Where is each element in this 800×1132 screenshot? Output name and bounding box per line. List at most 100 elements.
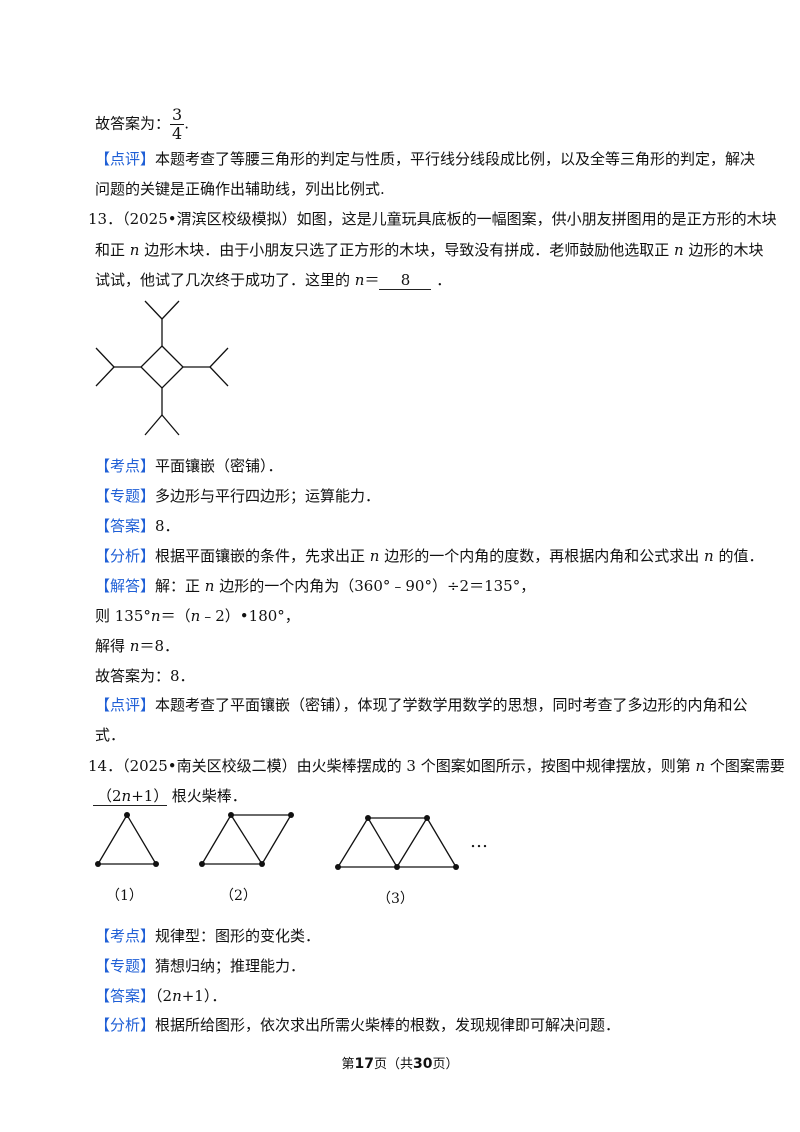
text: 根据平面镶嵌的条件，先求出正 <box>155 547 370 565</box>
branch-top-right <box>161 300 180 320</box>
branch-top-left <box>144 300 163 320</box>
variable-n: n <box>204 577 215 595</box>
text: 的值． <box>713 547 764 565</box>
variable-n: n <box>129 241 140 259</box>
zhuanti-tag: 【专题】 <box>95 957 156 975</box>
matchstick-figure-3 <box>335 815 459 870</box>
question-source: （2025•渭滨区校级模拟） <box>122 210 297 228</box>
text: ＝ <box>364 271 380 289</box>
fraction-denominator: 4 <box>172 124 183 143</box>
text: 边形的一个内角为（360°﹣90°）÷2＝135°， <box>214 577 536 595</box>
text: 解：正 <box>155 577 205 595</box>
text: 由火柴棒摆成的 3 个图案如图所示，按图中规律摆放，则第 <box>296 757 696 775</box>
text: ． <box>431 271 452 289</box>
q14-stem-line2: （2n+1） 根火柴棒． <box>93 786 247 806</box>
ellipsis: … <box>470 831 488 852</box>
variable-n: n <box>121 787 132 805</box>
text: ﹣2）•180°， <box>200 607 300 625</box>
q13-jieda: 【解答】解：正 n 边形的一个内角为（360°﹣90°）÷2＝135°， <box>95 576 535 596</box>
fraction-numerator: 3 <box>170 105 185 125</box>
text: 边形木块．由于小朋友只选了正方形的木块，导致没有拼成．老师鼓励他选取正 <box>139 241 674 259</box>
variable-n: n <box>704 547 714 565</box>
daan-tag: 【答案】 <box>95 517 156 535</box>
text: 解得 <box>95 637 130 655</box>
text: +1） <box>131 787 169 805</box>
variable-n: n <box>129 637 140 655</box>
kaodian-tag: 【考点】 <box>95 457 156 475</box>
variable-n: n <box>190 607 201 625</box>
q13-stem-line3: 试试，他试了几次终于成功了．这里的 n＝8 ． <box>95 270 451 290</box>
q13-step1: 则 135°n＝（n﹣2）•180°， <box>95 606 300 626</box>
fenxi-tag: 【分析】 <box>95 547 156 565</box>
comment-tag: 【点评】 <box>95 150 156 168</box>
text: 和正 <box>95 241 130 259</box>
question-source: （2025•南关区校级二模） <box>122 757 297 775</box>
matchstick-figure-2 <box>199 812 294 867</box>
tiling-pattern-figure <box>95 300 229 436</box>
text: 个图案需要 <box>705 757 785 775</box>
q13-step2: 解得 n＝8． <box>95 636 179 656</box>
text: 边形的一个内角的度数，再根据内角和公式求出 <box>379 547 705 565</box>
dianping-tag: 【点评】 <box>95 696 156 714</box>
text: 多边形与平行四边形；运算能力． <box>155 487 381 505</box>
variable-n: n <box>369 547 380 565</box>
q13-dianping: 【点评】本题考查了平面镶嵌（密铺），体现了学数学用数学的思想，同时考查了多边形的… <box>95 695 748 715</box>
text: （2 <box>97 787 122 805</box>
variable-n: n <box>695 757 706 775</box>
q13-kaodian: 【考点】平面镶嵌（密铺）． <box>95 456 283 476</box>
text: ＝8． <box>139 637 179 655</box>
variable-n: n <box>354 271 365 289</box>
text: 根据所给图形，依次求出所需火柴棒的根数，发现规律即可解决问题． <box>155 1016 621 1034</box>
q13-fenxi: 【分析】根据平面镶嵌的条件，先求出正 n 边形的一个内角的度数，再根据内角和公式… <box>95 546 763 566</box>
zhuanti-tag: 【专题】 <box>95 487 156 505</box>
jieda-tag: 【解答】 <box>95 577 156 595</box>
q13-stem-line2: 和正 n 边形木块．由于小朋友只选了正方形的木块，导致没有拼成．老师鼓励他选取正… <box>95 240 763 260</box>
text: 8． <box>155 517 180 535</box>
page-footer: 第17页（共30页） <box>0 1053 800 1072</box>
answer-blank: （2n+1） <box>93 787 169 806</box>
q13-zhuanti: 【专题】多边形与平行四边形；运算能力． <box>95 486 380 506</box>
q13-step3: 故答案为：8． <box>95 667 195 685</box>
branch-right-down <box>209 366 229 387</box>
figure-label-1: （1） <box>106 888 143 904</box>
answer-blank: 8 <box>379 271 432 290</box>
variable-n: n <box>150 607 161 625</box>
variable-n: n <box>674 241 684 259</box>
branch-left-down <box>95 366 115 387</box>
daan-tag: 【答案】 <box>95 987 156 1005</box>
text: 页（共 <box>373 1057 413 1072</box>
text: 猜想归纳；推理能力． <box>155 957 306 975</box>
figure-label-3: （3） <box>377 891 414 907</box>
answer-label: 故答案为： <box>95 114 171 133</box>
comment-text: 本题考查了等腰三角形的判定与性质，平行线分线段成比例，以及全等三角形的判定，解决 <box>155 150 756 168</box>
text: 则 135° <box>95 607 151 625</box>
q14-zhuanti: 【专题】猜想归纳；推理能力． <box>95 956 305 976</box>
text: 规律型：图形的变化类． <box>155 927 321 945</box>
text: 平面镶嵌（密铺）． <box>155 457 283 475</box>
matchstick-figure-1 <box>95 812 159 867</box>
branch-left-up <box>95 347 115 368</box>
text: 本题考查了平面镶嵌（密铺），体现了学数学用数学的思想，同时考查了多边形的内角和公 <box>155 696 748 714</box>
q13-daan: 【答案】8． <box>95 516 180 536</box>
fenxi-tag: 【分析】 <box>95 1016 156 1034</box>
question-number: 14． <box>88 757 123 775</box>
variable-n: n <box>172 987 182 1005</box>
q14-kaodian: 【考点】规律型：图形的变化类． <box>95 926 320 946</box>
q14-daan: 【答案】（2n+1）． <box>95 986 226 1006</box>
q14-fenxi: 【分析】根据所给图形，依次求出所需火柴棒的根数，发现规律即可解决问题． <box>95 1015 620 1035</box>
text: 页） <box>432 1057 459 1072</box>
branch-right-up <box>209 347 229 368</box>
kaodian-tag: 【考点】 <box>95 927 156 945</box>
text: 根火柴棒． <box>167 787 247 805</box>
q12-comment: 【点评】本题考查了等腰三角形的判定与性质，平行线分线段成比例，以及全等三角形的判… <box>95 149 755 169</box>
branch-bottom-left <box>144 414 163 436</box>
q13-dianping-line2: 式． <box>95 726 126 744</box>
question-text: 如图，这是儿童玩具底板的一幅图案，供小朋友拼图用的是正方形的木块 <box>296 210 777 228</box>
text: （2 <box>155 987 173 1005</box>
text: ＝（ <box>160 607 191 625</box>
text: 试试，他试了几次终于成功了．这里的 <box>95 271 355 289</box>
page-number: 17 <box>354 1056 374 1072</box>
q12-comment-line2: 问题的关键是正确作出辅助线，列出比例式. <box>95 180 385 198</box>
